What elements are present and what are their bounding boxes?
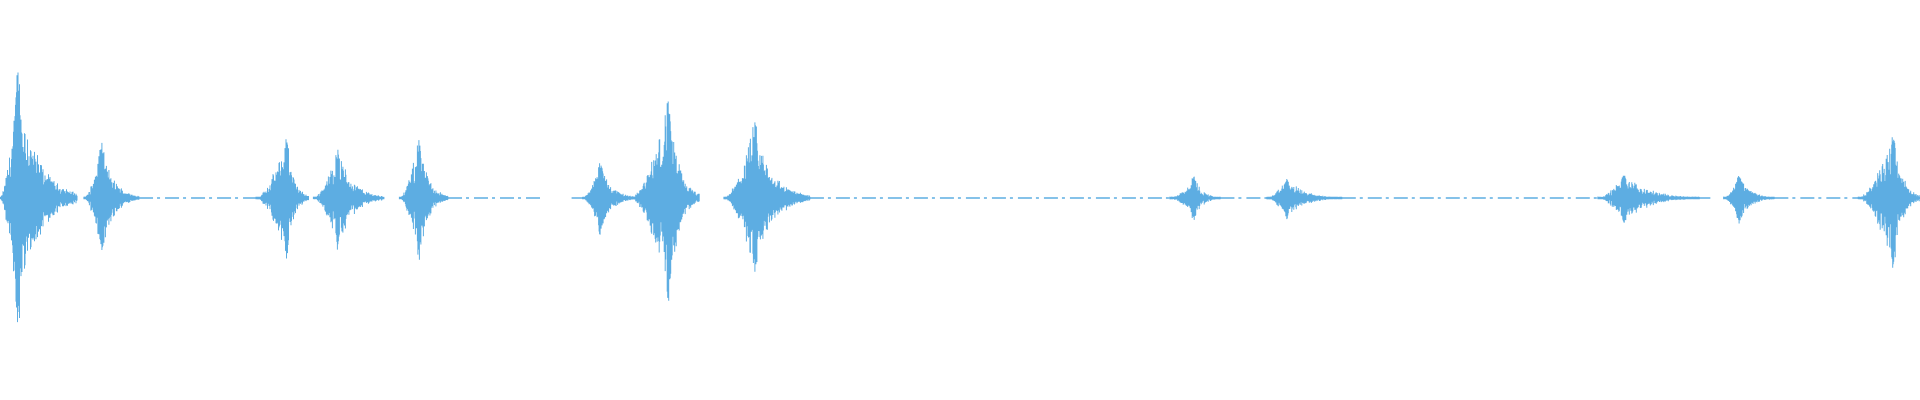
waveform-burst-path	[1597, 175, 1700, 223]
waveform-burst	[255, 139, 309, 259]
waveform-burst	[582, 163, 636, 235]
waveform-burst	[398, 140, 449, 260]
waveform-burst	[1597, 175, 1700, 223]
waveform-burst-path	[582, 163, 636, 235]
waveform-burst	[1857, 137, 1920, 268]
waveform-burst	[723, 122, 811, 272]
waveform-burst-path	[630, 101, 700, 301]
waveform-burst	[312, 149, 385, 250]
waveform-burst-path	[83, 142, 140, 250]
waveform-burst	[1723, 176, 1775, 224]
waveform-burst-path	[312, 149, 385, 250]
waveform-burst-path	[1169, 176, 1221, 220]
waveform-burst-path	[0, 72, 78, 323]
waveform-burst	[0, 72, 78, 323]
waveform-burst-path	[398, 140, 449, 260]
waveform-burst	[83, 142, 140, 250]
waveform-burst	[1266, 179, 1343, 220]
waveform-burst-path	[1857, 137, 1920, 268]
waveform-burst-path	[723, 122, 811, 272]
waveform-burst-path	[255, 139, 309, 259]
waveform-burst	[630, 101, 700, 301]
waveform-burst-path	[1266, 179, 1343, 220]
waveform-burst	[1169, 176, 1221, 220]
waveform-burst-path	[1723, 176, 1775, 224]
